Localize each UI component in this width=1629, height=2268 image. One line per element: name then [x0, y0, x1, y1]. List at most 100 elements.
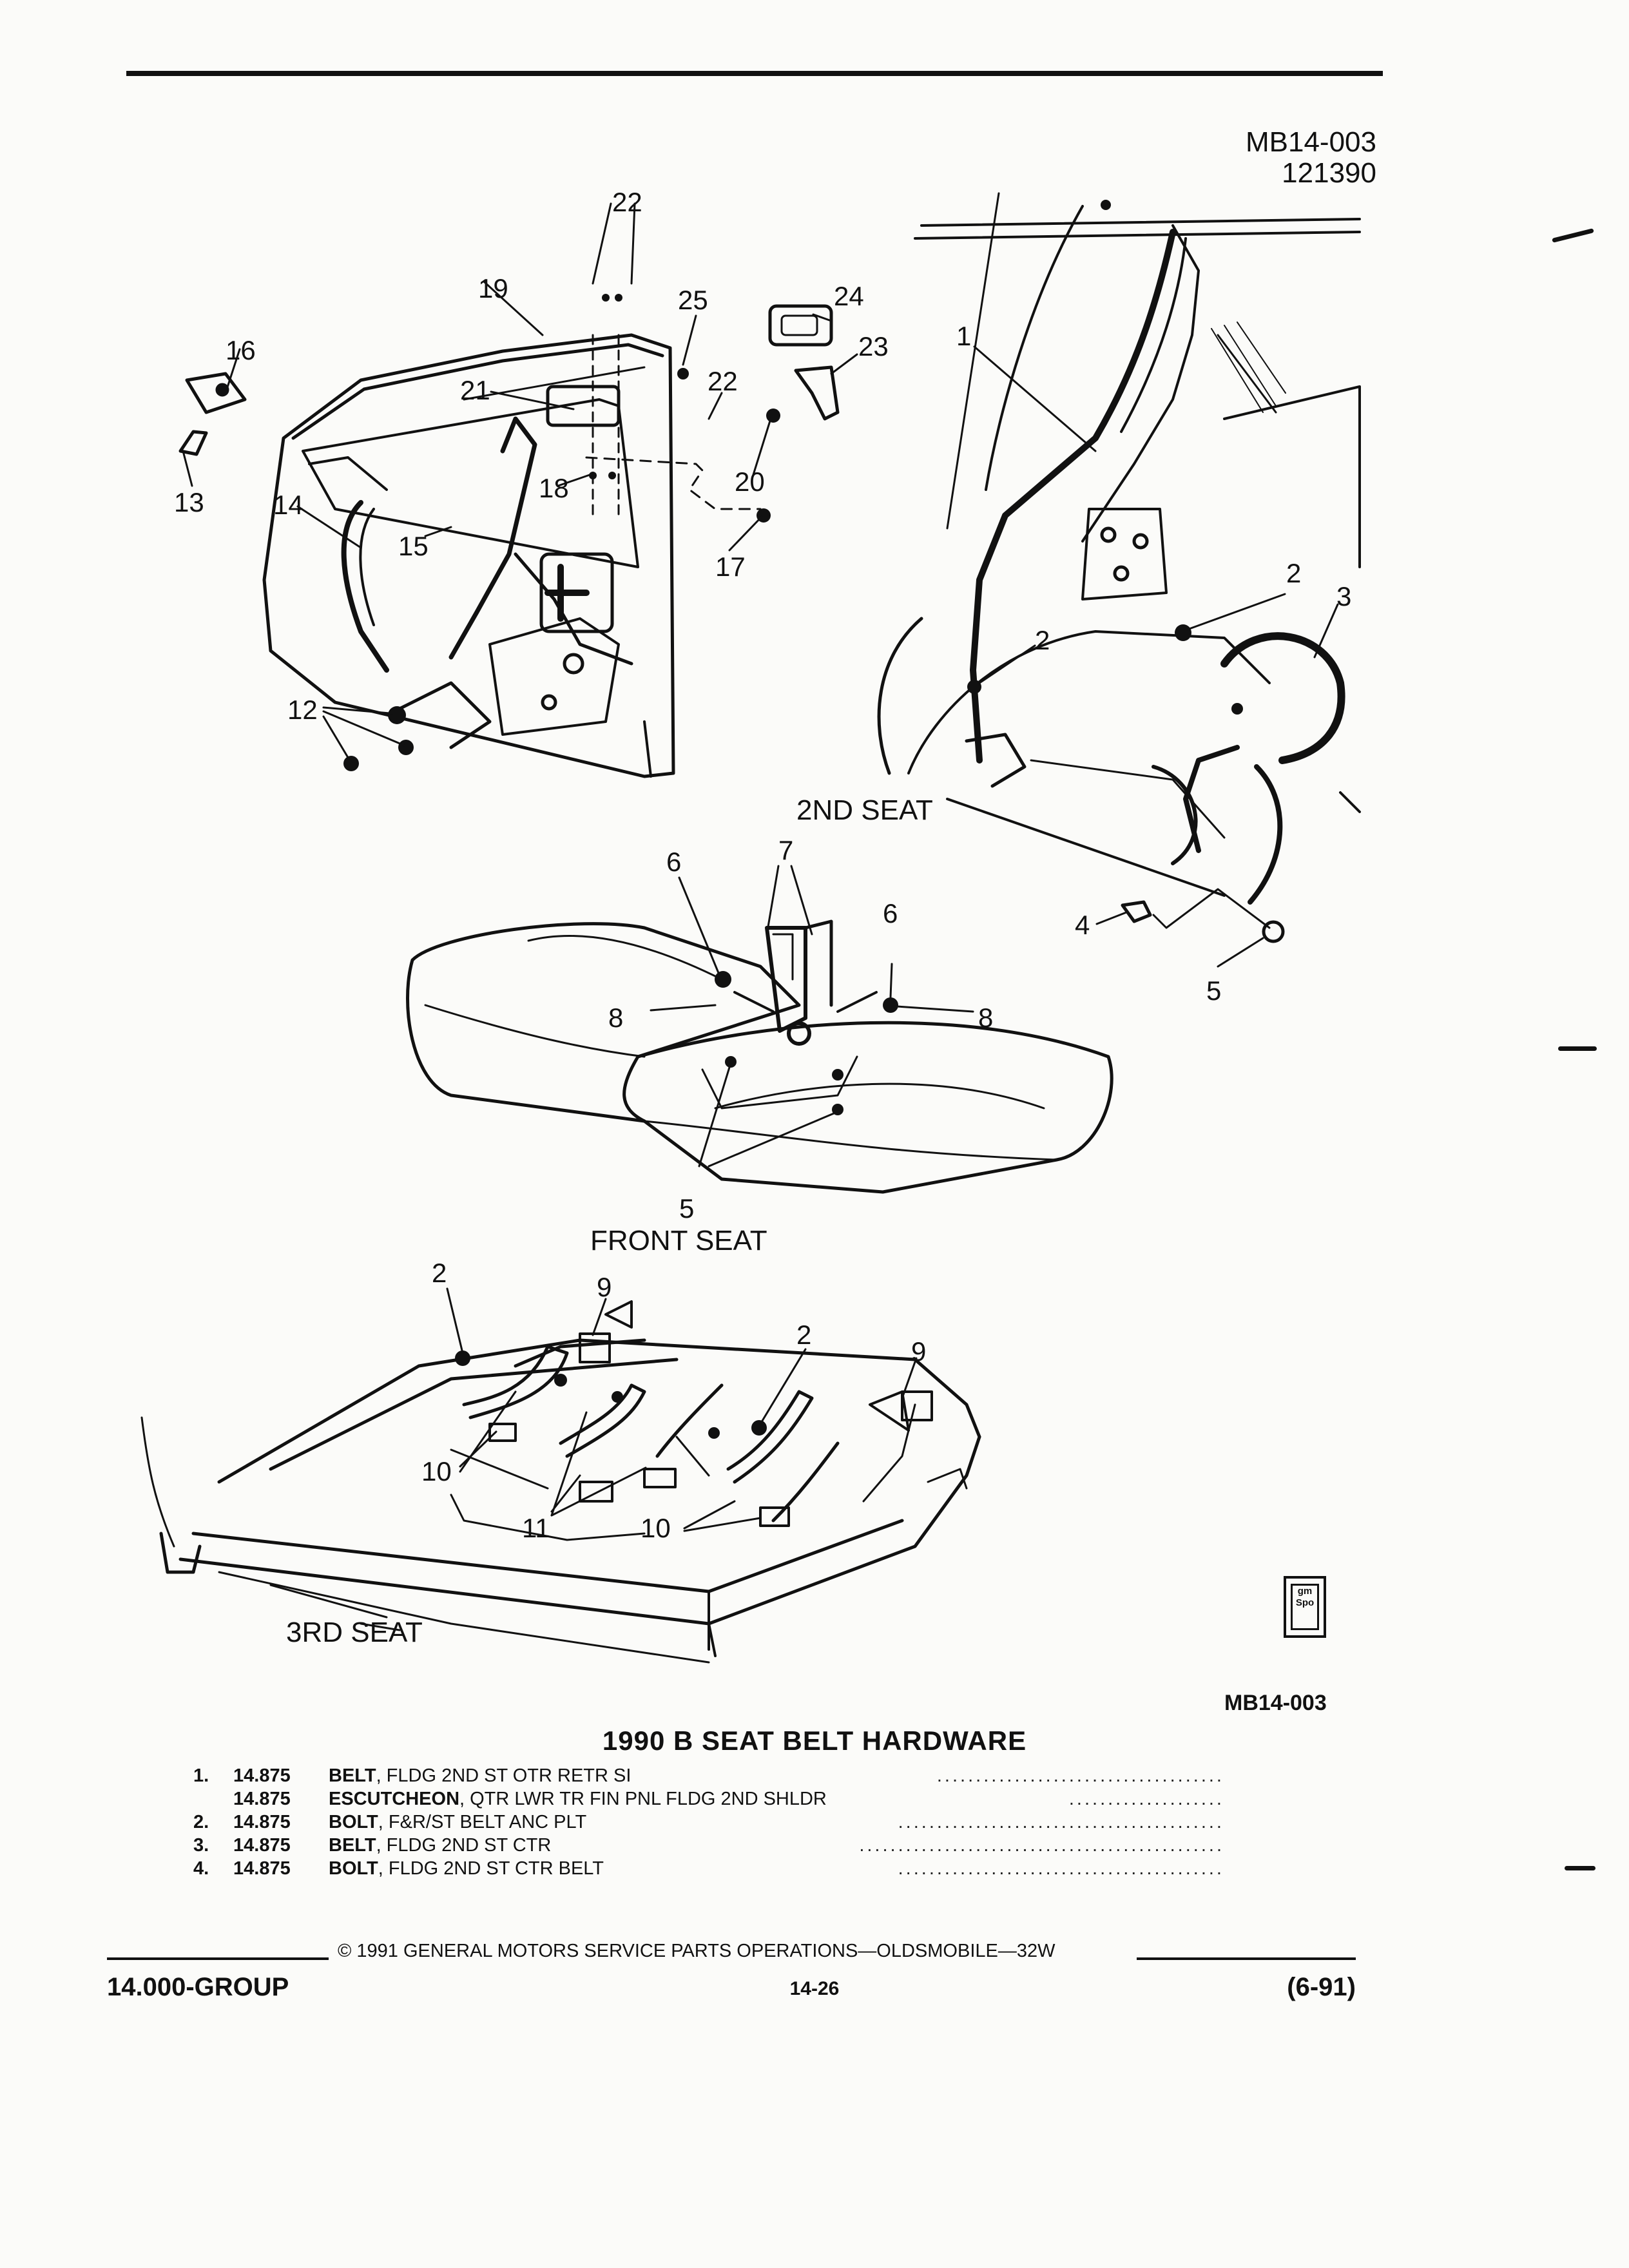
callout-4: 4	[1075, 910, 1090, 940]
callout-6-left: 6	[666, 847, 681, 877]
part-number: 2.	[193, 1812, 209, 1832]
callout-2-upper-right: 2	[1286, 558, 1301, 588]
parts-list: 1. 14.875 BELT, FLDG 2ND ST OTR RETR SI …	[193, 1764, 1224, 1880]
callout-1: 1	[956, 321, 971, 351]
copyright-line: © 1991 GENERAL MOTORS SERVICE PARTS OPER…	[338, 1941, 1055, 1961]
parts-list-row: 14.875 ESCUTCHEON, QTR LWR TR FIN PNL FL…	[193, 1787, 1224, 1811]
footer-rule-right	[1137, 1957, 1356, 1960]
callout-6-right: 6	[883, 898, 898, 928]
part-name: BELT	[329, 1765, 376, 1786]
fasteners-front-seat	[715, 971, 898, 1115]
callout-24: 24	[834, 281, 864, 311]
revision-date: (6-91)	[1287, 1973, 1356, 2001]
callout-17: 17	[715, 552, 746, 582]
group-number: 14.000-GROUP	[107, 1973, 289, 2001]
bracket-23	[794, 365, 840, 421]
callout-14: 14	[273, 490, 304, 520]
leader-dots: ........................................…	[898, 1858, 1224, 1879]
bracket-9-left	[579, 1332, 611, 1363]
parts-list-row: 4. 14.875 BOLT, FLDG 2ND ST CTR BELT ...…	[193, 1857, 1224, 1880]
part-description: ESCUTCHEON, QTR LWR TR FIN PNL FLDG 2ND …	[329, 1787, 827, 1811]
label-front-seat: FRONT SEAT	[590, 1225, 767, 1256]
part-detail: , F&R/ST BELT ANC PLT	[378, 1812, 587, 1832]
callout-7: 7	[778, 835, 793, 865]
margin-tick	[1565, 1866, 1595, 1870]
doc-id: MB14-003	[1245, 126, 1376, 158]
callout-19: 19	[478, 273, 508, 303]
callout-3: 3	[1336, 581, 1351, 611]
leader-dots: .....................................	[936, 1765, 1224, 1786]
callout-12: 12	[287, 695, 318, 725]
leader-dots: ........................................…	[898, 1812, 1224, 1832]
parts-list-row: 2. 14.875 BOLT, F&R/ST BELT ANC PLT ....…	[193, 1811, 1224, 1834]
callout-10-left: 10	[421, 1456, 452, 1486]
part-detail: , FLDG 2ND ST CTR BELT	[378, 1858, 604, 1879]
parts-list-row: 1. 14.875 BELT, FLDG 2ND ST OTR RETR SI …	[193, 1764, 1224, 1787]
callout-11: 11	[522, 1513, 550, 1543]
figure-reference-code: MB14-003	[1224, 1691, 1327, 1715]
logo-line-1: gm	[1297, 1586, 1313, 1597]
part-group: 14.875	[233, 1789, 291, 1809]
part-description: BELT, FLDG 2ND ST OTR RETR SI	[329, 1764, 631, 1787]
callout-8-right: 8	[978, 1003, 993, 1033]
bracket-9-right	[901, 1390, 933, 1421]
callout-leaders	[182, 202, 1339, 1532]
seat-belt-exploded-diagram: 19 22 25 22 24 23 20 21 18 16 13 14 15 1…	[140, 187, 1361, 1664]
fasteners-third-seat	[455, 1350, 767, 1439]
bolt-4	[1121, 900, 1152, 923]
dash-line-17	[585, 456, 762, 510]
part-group: 14.875	[233, 1858, 291, 1879]
bracket-16	[185, 372, 247, 414]
callout-20: 20	[735, 466, 765, 497]
part-group: 14.875	[233, 1765, 291, 1786]
callout-22-top: 22	[612, 187, 642, 217]
top-rule	[126, 71, 1383, 76]
page-number: 14-26	[789, 1978, 840, 1999]
third-seat-floor-assembly	[140, 1300, 981, 1664]
gm-spo-logo: gm Spo	[1284, 1576, 1326, 1638]
part-group: 14.875	[233, 1835, 291, 1856]
page-title: 1990 B SEAT BELT HARDWARE	[602, 1725, 1027, 1756]
second-seat-assembly	[877, 192, 1361, 905]
part-detail: , FLDG 2ND ST CTR	[376, 1835, 552, 1856]
margin-tick	[1558, 1046, 1597, 1051]
part-description: BELT, FLDG 2ND ST CTR	[329, 1834, 551, 1857]
part-group: 14.875	[233, 1812, 291, 1832]
leader-dots: ........................................…	[859, 1835, 1224, 1856]
callout-5-front: 5	[679, 1193, 694, 1224]
label-2nd-seat: 2ND SEAT	[796, 794, 933, 826]
part-detail: , FLDG 2ND ST OTR RETR SI	[376, 1765, 631, 1786]
callout-10-right: 10	[641, 1513, 671, 1543]
push-pin-13	[178, 430, 208, 456]
washer-5	[1262, 920, 1285, 943]
callout-15: 15	[398, 531, 429, 561]
part-number: 3.	[193, 1835, 209, 1856]
part-description: BOLT, F&R/ST BELT ANC PLT	[329, 1811, 586, 1834]
callout-13: 13	[174, 487, 204, 517]
callout-21: 21	[460, 375, 490, 405]
callout-2-third-left: 2	[432, 1258, 447, 1288]
parts-list-row: 3. 14.875 BELT, FLDG 2ND ST CTR ........…	[193, 1834, 1224, 1857]
part-name: BOLT	[329, 1812, 378, 1832]
part-number: 4.	[193, 1858, 209, 1879]
part-name: BOLT	[329, 1858, 378, 1879]
part-description: BOLT, FLDG 2ND ST CTR BELT	[329, 1857, 604, 1880]
callout-23: 23	[858, 331, 889, 361]
logo-line-2: Spo	[1295, 1597, 1315, 1608]
quarter-panel-assembly	[262, 333, 675, 778]
callout-9-left: 9	[597, 1272, 612, 1302]
callout-22-right: 22	[708, 366, 738, 396]
part-name: ESCUTCHEON	[329, 1789, 460, 1809]
callout-2-third-right: 2	[796, 1320, 811, 1350]
part-number: 1.	[193, 1765, 209, 1786]
label-3rd-seat: 3RD SEAT	[286, 1617, 423, 1648]
footer-rule-left	[107, 1957, 329, 1960]
callout-16: 16	[226, 335, 256, 365]
dash-line-4	[1152, 888, 1271, 929]
part-name: BELT	[329, 1835, 376, 1856]
callout-5-right: 5	[1206, 975, 1221, 1006]
callout-18: 18	[539, 473, 569, 503]
part-detail: , QTR LWR TR FIN PNL FLDG 2ND SHLDR	[459, 1789, 827, 1809]
front-seat-assembly	[406, 919, 1113, 1194]
callout-9-right: 9	[911, 1336, 926, 1367]
